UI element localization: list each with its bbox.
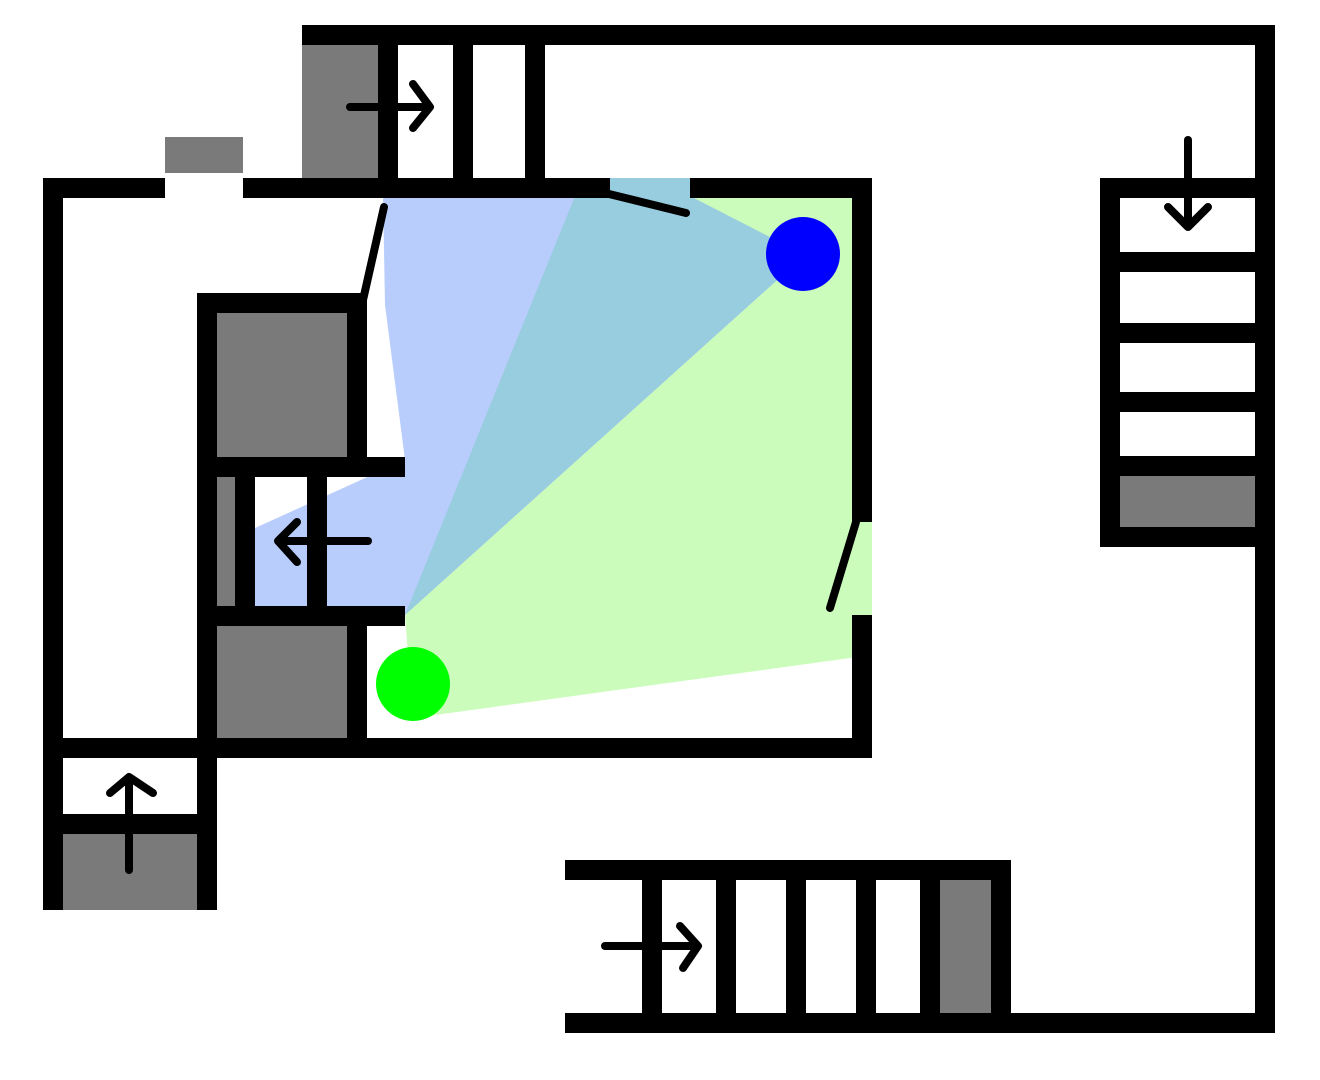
stairs-right-landing [1120,475,1255,527]
walls [43,25,1275,1033]
stairs-top-landing [302,45,379,178]
arrow-right-icon [346,80,434,132]
green-agent-vision-cone [405,196,872,718]
inner-block-bottom [217,625,347,740]
arrow-up-icon [106,773,157,874]
inner-block-top [217,313,347,460]
vision-overlap-area [405,178,805,615]
blue-agent[interactable] [766,217,840,291]
vision-cones [255,178,872,718]
doors [359,189,860,612]
door-right[interactable] [826,518,860,612]
arrow-down-icon [1164,136,1212,231]
green-agent[interactable] [376,647,450,721]
stairs-middle-left-landing [217,477,235,610]
door-top-left[interactable] [359,203,388,304]
door-top-right[interactable] [601,189,690,217]
door-block [165,137,243,173]
arrow-left-icon [274,518,372,566]
stairs-bottom-landing [939,880,991,1015]
agents [376,217,840,721]
arrow-right-icon [601,922,702,972]
stair-arrows [106,80,1212,972]
